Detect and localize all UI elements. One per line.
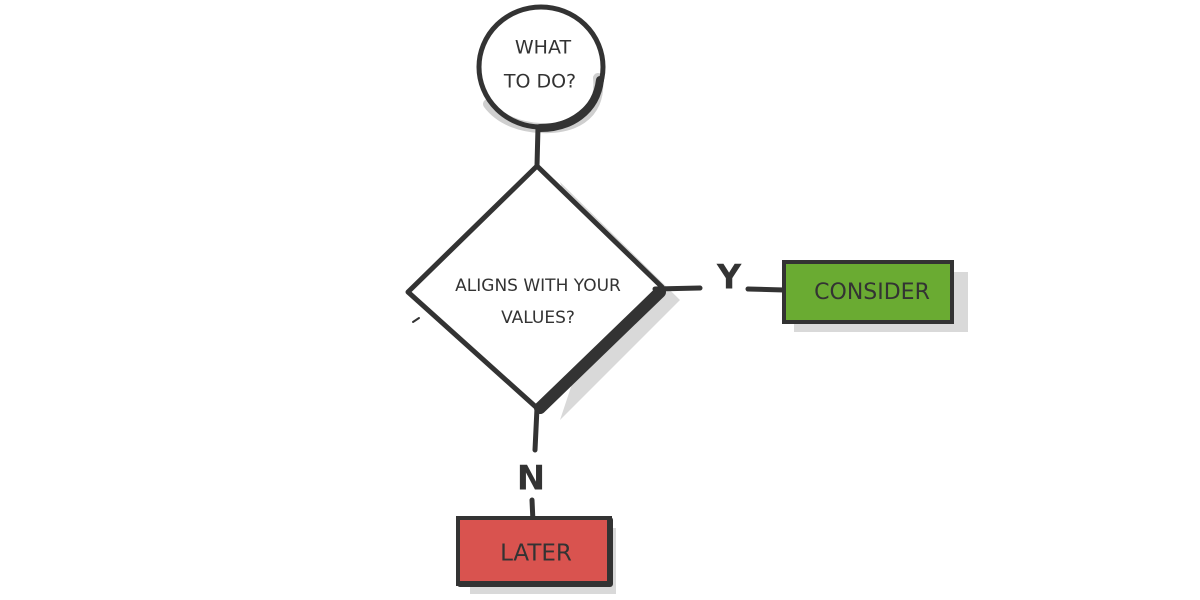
consider-node-label: CONSIDER [814, 280, 930, 305]
start-node-line1: WHAT [515, 37, 572, 59]
start-node: WHAT TO DO? [476, 4, 606, 134]
yes-connector-right [745, 286, 787, 293]
later-node-label: LATER [500, 541, 572, 567]
start-node-outline-accent [536, 76, 604, 132]
decision-node-tick [412, 317, 420, 323]
no-label: N [517, 459, 545, 499]
later-node: LATER [456, 516, 616, 594]
decision-node-line2: VALUES? [501, 308, 575, 328]
decision-node-line1: ALIGNS WITH YOUR [455, 276, 621, 296]
start-node-line2: TO DO? [503, 71, 576, 93]
yes-label: Y [716, 258, 742, 298]
no-connector-top [532, 405, 540, 453]
yes-branch: Y [652, 258, 787, 298]
consider-node: CONSIDER [782, 260, 968, 332]
decision-node: ALIGNS WITH YOUR VALUES? [405, 163, 680, 420]
yes-connector-left [652, 285, 703, 292]
decision-node-outline-accent [534, 286, 666, 414]
consider-node-box [782, 260, 954, 324]
no-branch: N [517, 405, 545, 525]
connector-start-decision [534, 124, 541, 169]
later-node-outline-accent [457, 517, 613, 587]
